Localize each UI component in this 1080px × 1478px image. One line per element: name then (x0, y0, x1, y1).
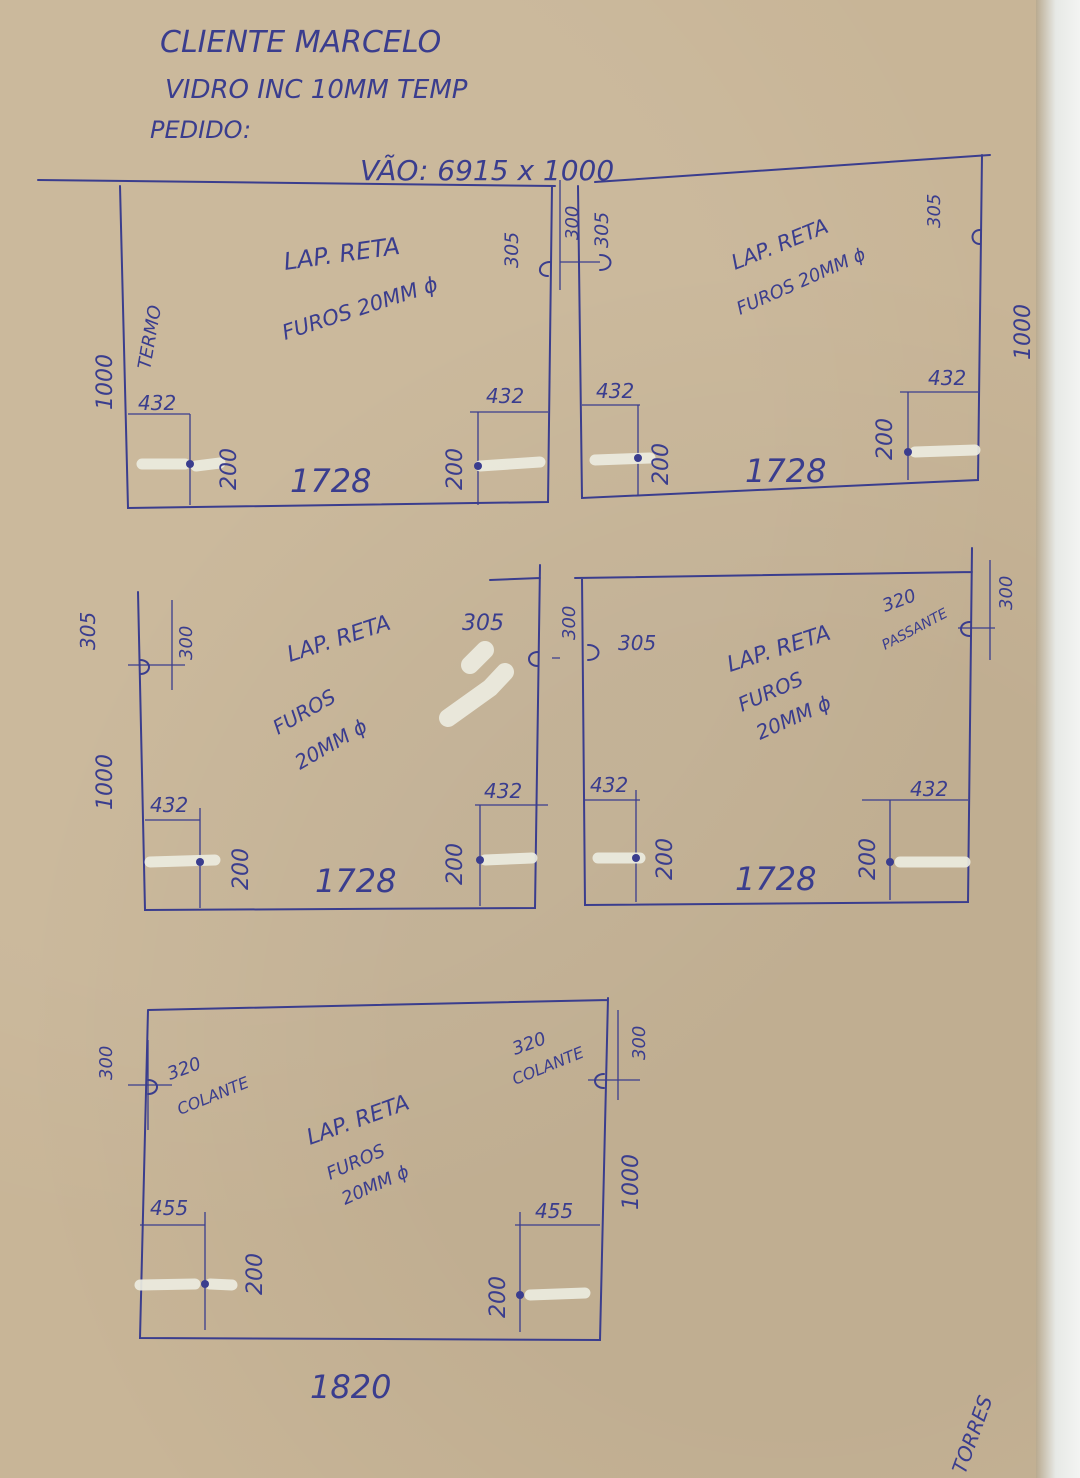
panel-4-dim-432-right: 432 (910, 777, 948, 801)
panel-5-finish: LAP. RETA (304, 1090, 413, 1150)
panel-3-hole-right (476, 856, 484, 864)
panel-3-width: 1728 (315, 862, 396, 900)
panel-4-dim-432-left: 432 (590, 773, 628, 797)
panel-4-outline (574, 547, 973, 907)
panel-5-outline (138, 997, 609, 1342)
panel-5-height: 1000 (619, 1154, 644, 1210)
panel-5-dim-200-right: 200 (486, 1276, 511, 1318)
span-line (37, 154, 991, 187)
panel-4-dim-300: 300 (996, 576, 1017, 610)
panel-3-hinge-marks (139, 651, 539, 675)
panel-5-width: 1820 (310, 1368, 391, 1406)
panel-3-dim-200-right: 200 (443, 843, 468, 885)
panel-3-finish: LAP. RETA (284, 611, 394, 668)
panel-4-hole-right (886, 858, 894, 866)
panel-2-height: 1000 (1011, 304, 1036, 360)
panel-2-width: 1728 (745, 452, 826, 490)
panel-3-hole-left (196, 858, 204, 866)
panel-4: 305 300 320 PASSANTE LAP. RETA FUROS 20M… (574, 547, 1017, 907)
span-label: VÃO: 6915 x 1000 (360, 154, 614, 187)
panel-1-hole-right (474, 462, 482, 470)
panel-2-outline (577, 154, 983, 500)
panel-1-guides (128, 180, 600, 505)
panel-2-hinge-marks (599, 229, 981, 271)
panel-4-hinge-marks (587, 621, 971, 661)
panel-1-dim-200-left: 200 (217, 448, 242, 490)
panel-1-width: 1728 (290, 462, 371, 500)
order-label: PEDIDO: (150, 116, 251, 144)
panel-5-dim-455-left: 455 (150, 1196, 188, 1220)
panel-3-correction (144, 852, 538, 868)
panel-5-dim-300-left: 300 (96, 1046, 117, 1080)
panel-2-dim-432-right: 432 (928, 366, 966, 390)
panel-5-correction (134, 1278, 591, 1301)
panel-2-dim-200-left: 200 (649, 443, 674, 485)
panel-4-hole-left (632, 854, 640, 862)
panel-4-finish: LAP. RETA (724, 621, 834, 678)
panel-2-dim-200-right: 200 (873, 418, 898, 460)
signature: TORRES (947, 1392, 997, 1477)
panel-1-hinge-mark (539, 261, 551, 277)
panel-1-dim-305: 305 (501, 232, 523, 268)
panel-1-hole-left (186, 460, 194, 468)
panel-1-dim-432-right: 432 (486, 384, 524, 408)
panel-3-dim-300-right: 300 (559, 606, 580, 640)
panel-2-dim-305: 305 (591, 212, 613, 248)
panel-4-dim-320: 320 (880, 585, 919, 616)
kraft-paper-sheet (0, 0, 1058, 1478)
panel-4-dim-200-left: 200 (653, 838, 678, 880)
panel-2-dim-432-left: 432 (596, 379, 634, 403)
panel-4-dim-305: 305 (618, 631, 656, 655)
panel-5-dim-320-right: 320 (510, 1028, 549, 1059)
panel-3-dim-305-left: 305 (76, 612, 100, 650)
panel-4-width: 1728 (735, 860, 816, 898)
panel-2-hole-right (904, 448, 912, 456)
paper-stack-edge (1036, 0, 1080, 1478)
panel-1-correction (136, 456, 546, 472)
panel-3-dim-200-left: 200 (229, 848, 254, 890)
panel-3: 305 300 305 300 LAP. RETA FUROS 20MM ϕ 1… (76, 564, 580, 912)
client-label: CLIENTE MARCELO (160, 25, 441, 60)
panel-4-guides (585, 560, 995, 902)
panel-5-hole-right (516, 1291, 524, 1299)
panel-2-hole-left (634, 454, 642, 462)
panel-1-holes: FUROS 20MM ϕ (279, 272, 441, 345)
panel-1-finish: LAP. RETA (282, 232, 402, 276)
panel-5-hole-left (201, 1280, 209, 1288)
panel-1-dim-432-left: 432 (138, 391, 176, 415)
panel-3-blot (439, 641, 514, 727)
panel-2-dim-305-right: 305 (924, 194, 945, 228)
panel-3-dim-432-left: 432 (150, 793, 188, 817)
panel-5-guides (128, 1010, 640, 1332)
panel-3-dim-432-right: 432 (484, 779, 522, 803)
panel-3-dim-305-right: 305 (462, 611, 504, 636)
panel-2-guides (582, 391, 978, 495)
panel-1-termo: TERMO (134, 304, 166, 371)
panel-5-hinge-marks (147, 1073, 605, 1095)
panel-5-dim-300-right: 300 (629, 1026, 650, 1060)
panel-1: LAP. RETA FUROS 20MM ϕ 1000 TERMO 432 43… (93, 180, 600, 510)
panel-3-height: 1000 (93, 754, 118, 810)
panel-3-dim-300-left: 300 (176, 626, 197, 660)
panel-2-dim-300: 300 (562, 206, 583, 240)
panel-1-dim-200-right: 200 (443, 448, 468, 490)
panel-5-dim-320-left: 320 (165, 1053, 204, 1084)
panel-2: 300 305 305 LAP. RETA FUROS 20MM ϕ 1000 … (562, 154, 1036, 500)
panel-3-outline (137, 564, 541, 912)
panel-1-height: 1000 (93, 354, 118, 410)
panel-1-outline (119, 185, 553, 510)
glass-spec: VIDRO INC 10MM TEMP (165, 75, 468, 105)
panel-5: 300 320 COLANTE 320 COLANTE 300 LAP. RET… (96, 997, 650, 1406)
panel-5-dim-455-right: 455 (535, 1199, 573, 1223)
panel-4-dim-200-right: 200 (856, 838, 881, 880)
panel-5-dim-200-left: 200 (243, 1253, 268, 1295)
